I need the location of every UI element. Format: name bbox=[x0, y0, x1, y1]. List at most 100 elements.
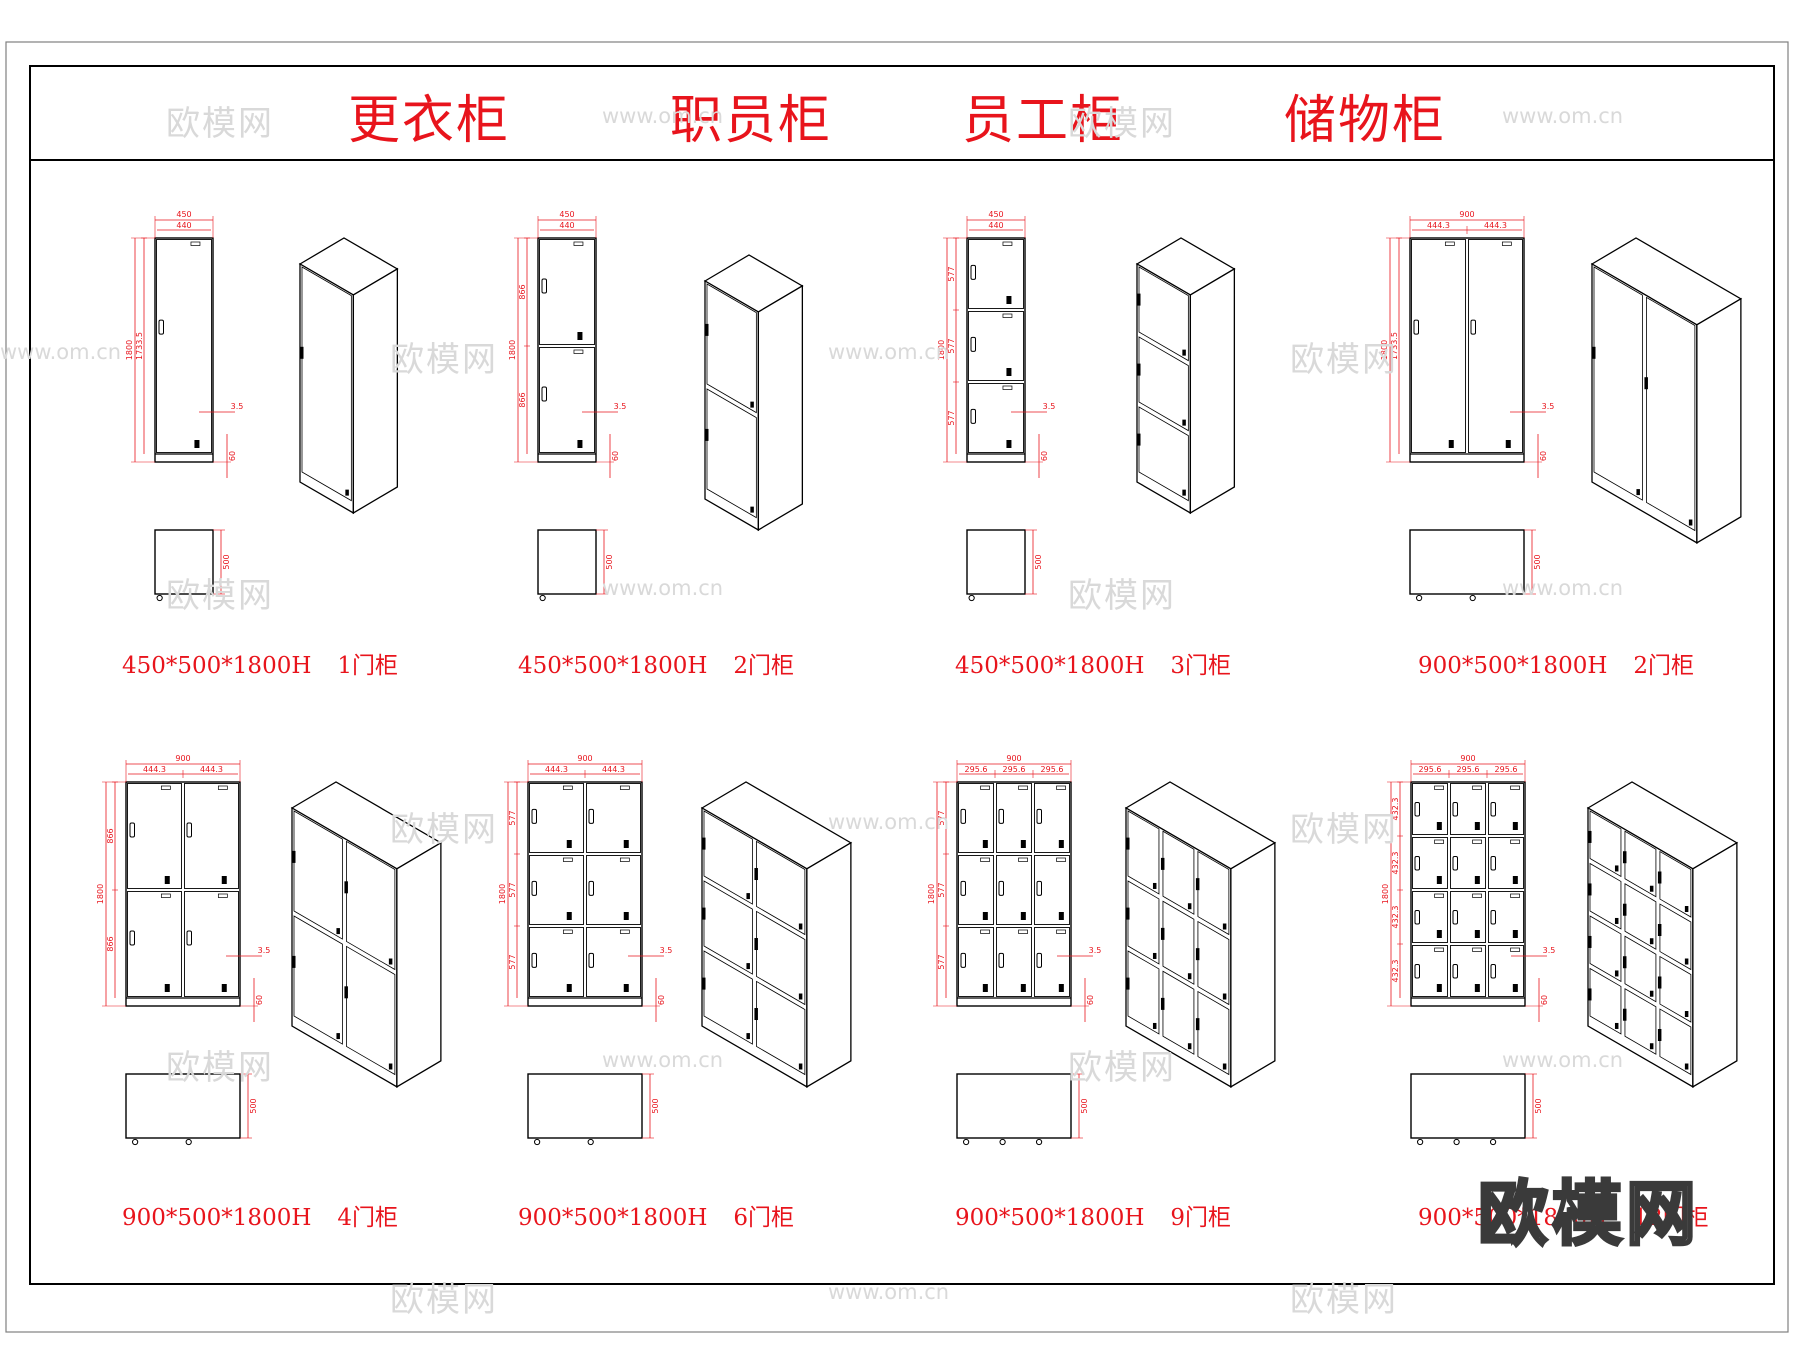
vent-icon bbox=[1187, 903, 1192, 910]
cabinet-door bbox=[529, 855, 584, 925]
cabinet-door bbox=[586, 927, 641, 997]
lock-handle-icon bbox=[1137, 363, 1141, 376]
iso-door bbox=[1127, 950, 1160, 1035]
dimension-label-door-height: 577 bbox=[508, 882, 517, 897]
nameplate-icon bbox=[619, 785, 630, 790]
nameplate-icon bbox=[1472, 839, 1482, 844]
iso-door bbox=[293, 915, 343, 1045]
foot-icon bbox=[156, 594, 163, 602]
cabinet-door bbox=[958, 855, 994, 925]
nameplate-icon bbox=[1056, 785, 1066, 790]
cabinet-door-count: 12门柜 bbox=[1633, 1205, 1709, 1231]
title-staff-locker: 职员柜 bbox=[670, 91, 833, 151]
iso-side-face bbox=[1189, 267, 1236, 515]
lock-handle-icon bbox=[1160, 997, 1165, 1010]
nameplate-icon bbox=[1018, 929, 1028, 934]
dimension-label-gap: 3.5 bbox=[1089, 946, 1102, 955]
vent-icon bbox=[577, 440, 583, 448]
nameplate-icon bbox=[1018, 857, 1028, 862]
nameplate-icon bbox=[1472, 785, 1482, 790]
cabinet-front-outline bbox=[527, 781, 643, 1007]
cabinet-door bbox=[996, 855, 1032, 925]
dimension-label-height: 1800 bbox=[125, 340, 134, 360]
vent-icon bbox=[577, 332, 583, 340]
vent-icon bbox=[750, 506, 754, 513]
dimension-label-door-height: 577 bbox=[508, 954, 517, 969]
lock-handle-icon bbox=[1657, 1029, 1662, 1042]
vent-icon bbox=[1436, 984, 1442, 992]
iso-side-face bbox=[806, 841, 852, 1088]
lock-handle-icon bbox=[754, 1008, 758, 1021]
vent-icon bbox=[1182, 419, 1186, 426]
cabinet-size: 900*500*1800H bbox=[122, 1205, 312, 1231]
dimension-label-width: 900 bbox=[175, 754, 190, 763]
iso-door bbox=[1197, 920, 1230, 1006]
title-storage-cabinet: 储物柜 bbox=[1284, 91, 1447, 151]
cabinet-isometric bbox=[703, 254, 804, 532]
dimension-label-door-height: 1733.5 bbox=[1390, 332, 1399, 360]
foot-icon bbox=[999, 1138, 1006, 1146]
vent-icon bbox=[566, 840, 572, 848]
lock-handle-icon bbox=[998, 880, 1004, 896]
nameplate-icon bbox=[980, 929, 990, 934]
vent-icon bbox=[1152, 952, 1157, 959]
vent-icon bbox=[1436, 930, 1442, 938]
lock-handle-icon bbox=[1195, 1018, 1200, 1031]
lock-handle-icon bbox=[1160, 927, 1165, 940]
dimension-label-depth: 500 bbox=[1533, 554, 1542, 569]
cabinet-front-outline bbox=[537, 237, 597, 463]
lock-handle-icon bbox=[1657, 871, 1662, 884]
vent-icon bbox=[1222, 923, 1227, 930]
foot-icon bbox=[1035, 1138, 1043, 1146]
watermark: www.om.cn bbox=[1502, 576, 1624, 600]
nameplate-icon bbox=[217, 893, 228, 898]
nameplate-icon bbox=[573, 349, 584, 354]
vent-icon bbox=[1436, 876, 1442, 884]
vent-icon bbox=[798, 993, 803, 1000]
nameplate-icon bbox=[160, 893, 171, 898]
lock-handle-icon bbox=[129, 930, 135, 946]
watermark: www.om.cn bbox=[828, 340, 950, 364]
watermark: 欧模网 bbox=[1290, 810, 1398, 850]
lock-handle-icon bbox=[1452, 964, 1458, 979]
watermark: 欧模网 bbox=[1068, 576, 1176, 616]
dimension-label-depth: 500 bbox=[651, 1098, 660, 1113]
foot-icon bbox=[1469, 594, 1476, 602]
cabinet-door bbox=[958, 783, 994, 853]
nameplate-icon bbox=[1002, 313, 1013, 318]
dimension-label-width: 900 bbox=[577, 754, 592, 763]
nameplate-icon bbox=[1510, 893, 1520, 898]
vent-icon bbox=[388, 958, 393, 965]
lock-handle-icon bbox=[1414, 910, 1420, 925]
lock-handle-icon bbox=[1036, 952, 1042, 968]
vent-icon bbox=[388, 1063, 393, 1070]
lock-handle-icon bbox=[754, 868, 758, 881]
vent-icon bbox=[1187, 973, 1192, 980]
vent-icon bbox=[336, 928, 340, 935]
vent-icon bbox=[1474, 876, 1480, 884]
dimension-label-door-height: 577 bbox=[937, 882, 946, 897]
outer-frame bbox=[5, 41, 1789, 1333]
lock-handle-icon bbox=[1592, 346, 1596, 359]
iso-door bbox=[756, 910, 806, 1006]
cabinet-door bbox=[996, 783, 1032, 853]
iso-door bbox=[1138, 336, 1189, 432]
vent-icon bbox=[1058, 984, 1064, 992]
cabinet-front-outline bbox=[956, 781, 1072, 1007]
lock-handle-icon bbox=[1622, 851, 1627, 864]
vent-icon bbox=[164, 984, 170, 992]
vent-icon bbox=[1474, 984, 1480, 992]
cabinet-size: 450*500*1800H bbox=[518, 653, 708, 679]
lock-handle-icon bbox=[1414, 802, 1420, 817]
iso-side-face bbox=[352, 267, 399, 515]
dimension-label-door-height: 577 bbox=[947, 410, 956, 425]
watermark: www.om.cn bbox=[1502, 1048, 1624, 1072]
vent-icon bbox=[798, 1063, 803, 1070]
nameplate-icon bbox=[619, 929, 630, 934]
lock-handle-icon bbox=[1490, 802, 1496, 817]
iso-door bbox=[1162, 970, 1195, 1055]
vent-icon bbox=[1512, 876, 1518, 884]
cabinet-door bbox=[968, 383, 1024, 453]
foot-icon bbox=[963, 1138, 970, 1146]
